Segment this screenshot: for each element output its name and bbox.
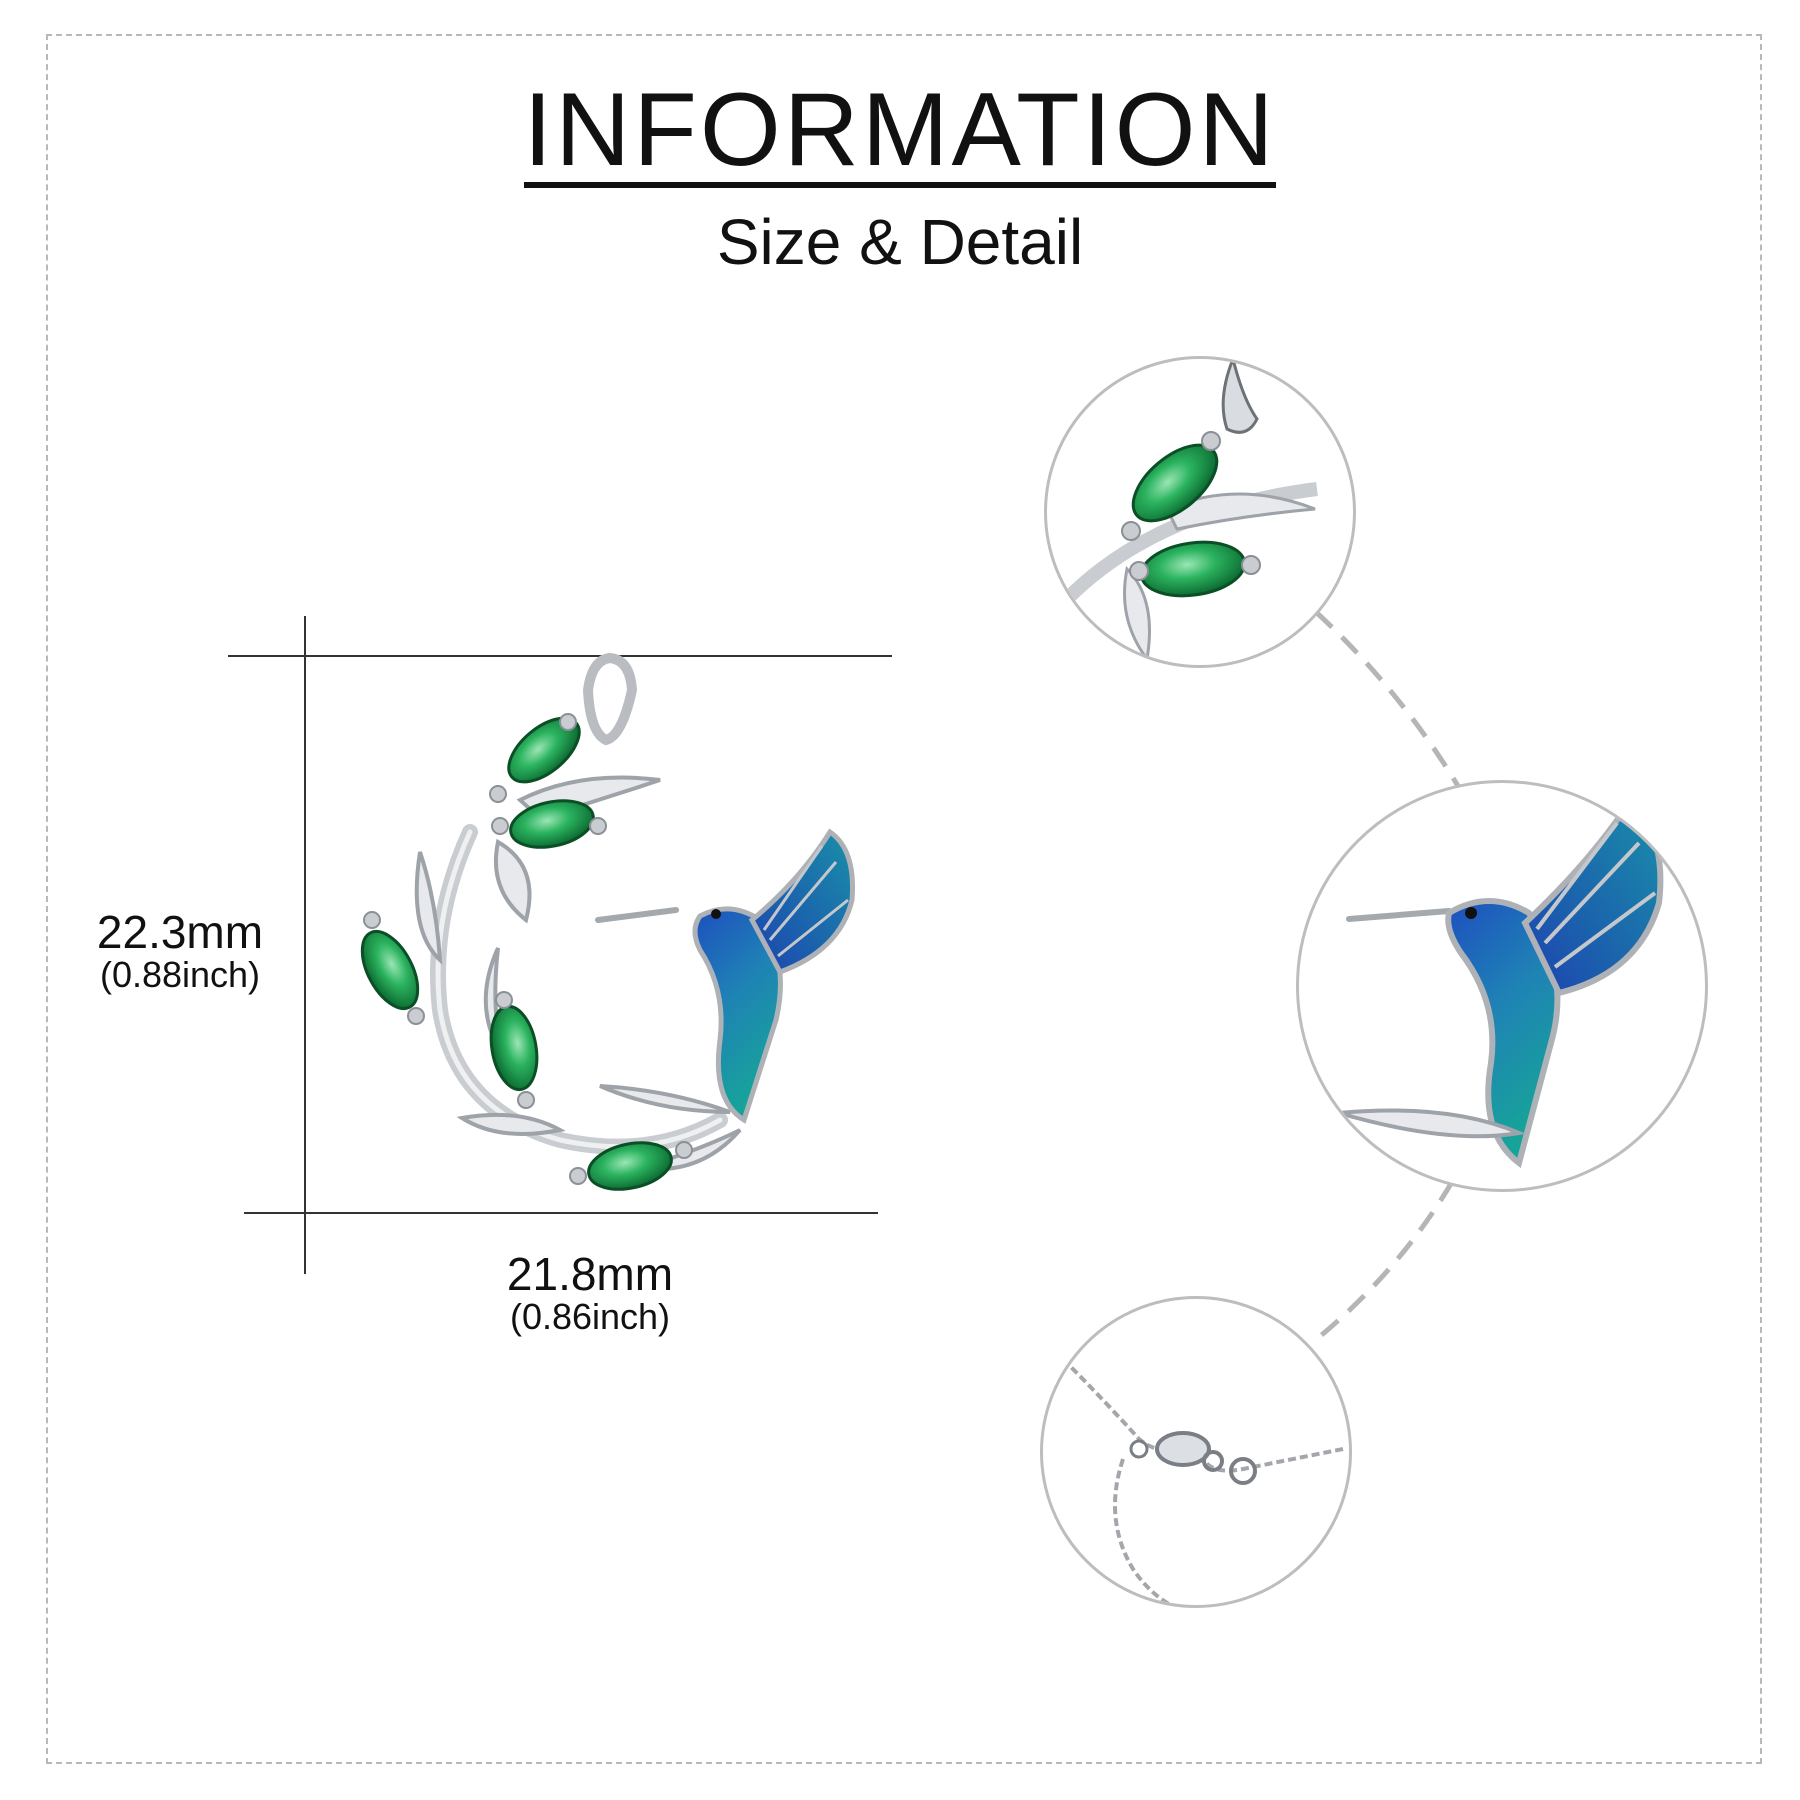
emerald-gem-icon [360,716,673,1191]
bail-icon [582,652,638,746]
hummingbird-icon [595,828,856,1124]
page-subtitle: Size & Detail [716,206,1084,278]
width-inch: (0.86inch) [509,1296,671,1338]
dashed-border [46,34,1762,1764]
silver-leaf-icon [414,775,742,1172]
chain-clasp-detail-icon [1061,1357,1344,1605]
height-mm: 22.3mm [96,906,264,958]
detail-circle-gemstones [1044,356,1356,668]
gemstone-leaf-detail-icon [1062,359,1318,663]
width-label: 21.8mm (0.86inch) [460,1250,720,1336]
height-guide-vertical [304,616,306,1274]
height-inch: (0.88inch) [99,954,261,996]
page-title: INFORMATION [523,72,1277,188]
width-mm: 21.8mm [506,1248,674,1300]
detail-circle-hummingbird [1296,780,1708,1192]
hummingbird-detail-icon [1338,798,1664,1169]
detail-circle-chain-clasp [1040,1296,1352,1608]
title-underline [524,182,1276,188]
bottom-guide-horizontal [244,1212,878,1214]
top-guide-horizontal [228,655,892,657]
height-label: 22.3mm (0.88inch) [70,908,290,994]
